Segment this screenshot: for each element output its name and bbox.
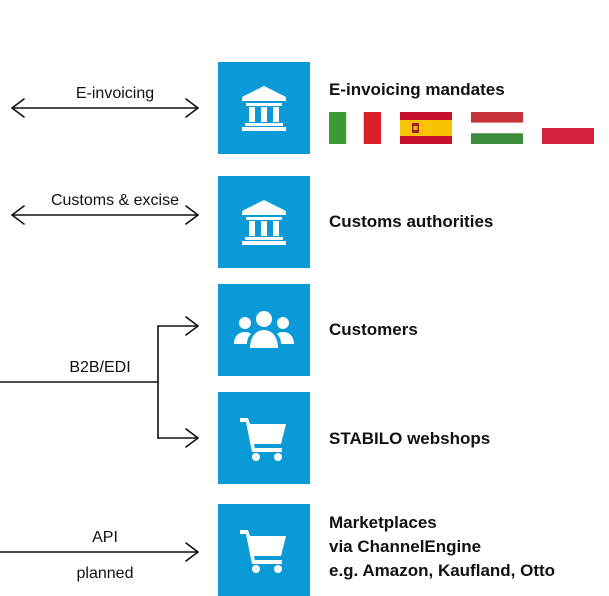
api-status-label: planned (76, 565, 134, 582)
b2b-edi-label: B2B/EDI (69, 359, 131, 376)
einvoicing-label: E-invoicing (75, 85, 155, 102)
people-group-icon (234, 311, 294, 348)
customers-tile (218, 284, 310, 376)
shopping-cart-icon (240, 418, 286, 461)
webshops-tile (218, 392, 310, 484)
poland-flag (542, 112, 594, 144)
stabilo-webshops-title: STABILO webshops (329, 429, 491, 448)
government-building-icon (242, 86, 286, 131)
customs-authorities-title: Customs authorities (329, 212, 494, 231)
einvoicing-tile (218, 62, 310, 154)
marketplaces-via: via ChannelEngine (329, 537, 482, 556)
shopping-cart-icon (240, 530, 286, 573)
italy-flag (329, 112, 381, 144)
customers-title: Customers (329, 320, 418, 339)
einvoicing-mandates-title: E-invoicing mandates (329, 80, 505, 99)
marketplaces-title: Marketplaces (329, 513, 437, 532)
api-label: API (92, 529, 118, 546)
government-building-icon (242, 200, 286, 245)
customs-tile (218, 176, 310, 268)
marketplaces-text: Marketplaces via ChannelEngine e.g. Amaz… (329, 511, 555, 583)
customs-label: Customs & excise (50, 192, 180, 209)
marketplaces-tile (218, 504, 310, 596)
spain-flag (400, 112, 452, 144)
marketplaces-examples: e.g. Amazon, Kaufland, Otto (329, 561, 556, 580)
hungary-flag (471, 112, 523, 144)
